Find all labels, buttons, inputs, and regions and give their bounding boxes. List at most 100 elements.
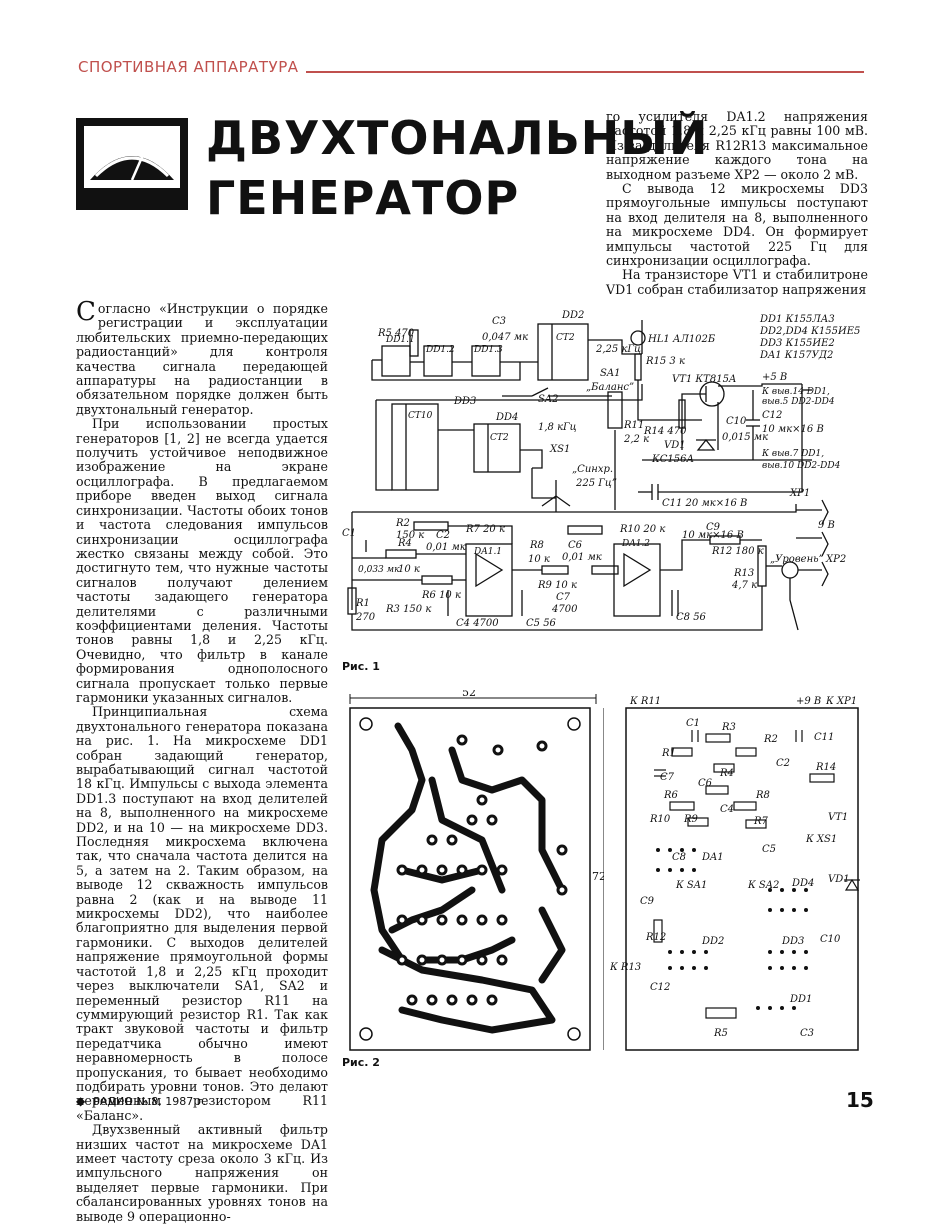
label-r8-value: 10 к [528, 554, 550, 565]
label-r6: R6 10 к [421, 590, 461, 601]
figure-1-schematic: DD1 К155ЛА3 DD2,DD4 К155ИЕ5 DD3 К155ИЕ2 … [342, 310, 860, 631]
label-c9: C9 [706, 522, 721, 533]
label-c3: C3 [800, 1028, 814, 1039]
label-to-pin10: выв.10 DD2-DD4 [762, 461, 841, 471]
label-sync-freq: 225 Гц” [575, 478, 617, 489]
label-dd11: DD1.1 [385, 335, 415, 345]
label-c10-value: 0,015 мк [722, 432, 768, 443]
label-c2: C2 [436, 530, 450, 541]
label-r7: R7 20 к [465, 524, 505, 535]
page-footer: ◆РАДИО № 8, 1987 г. [76, 1094, 206, 1108]
label-ct2-dd4: CT2 [490, 433, 509, 443]
label-sa1: SA1 [600, 368, 620, 379]
rubric-rule [306, 71, 864, 73]
meter-logo-icon [76, 118, 188, 210]
label-dd2: DD2 [561, 310, 584, 321]
label-r10: R10 [649, 814, 671, 825]
label-r1: R1 [355, 598, 370, 609]
paragraph: С вывода 12 микросхемы DD3 прямоугольные… [606, 181, 868, 269]
label-da12: DA1.2 [621, 539, 650, 549]
label-c9-value: 10 мк×16 В [682, 530, 744, 541]
label-to-r11: К R11 [629, 696, 661, 707]
label-sync: „Синхр. [572, 464, 613, 475]
label-r7: R7 [753, 816, 769, 827]
label-r15: R15 3 к [645, 356, 685, 367]
label-to-r13: К R13 [610, 962, 641, 973]
paragraph: Принципиальная схема двухтонального гене… [76, 704, 328, 1123]
section-rubric: СПОРТИВНАЯ АППАРАТУРА [78, 58, 299, 76]
label-r8: R8 [529, 540, 544, 551]
label-vt1: VT1 [828, 812, 848, 823]
label-9v: 9 В [818, 520, 835, 531]
dimension-height: 72 [592, 870, 604, 883]
figure-1-caption: Рис. 1 [342, 660, 380, 673]
label-c6-value: 0,01 мк [562, 552, 602, 563]
figure-2-pcb-components: К R11 C1 R3 +9 В К XP1 C11 R1 R2 C2 C7 R… [610, 696, 860, 1051]
paragraph: При использовании простых генераторов [1… [76, 416, 328, 705]
label-c12: C12 [650, 982, 670, 993]
parts-list-line: DD2,DD4 К155ИЕ5 [759, 326, 860, 337]
label-r13-value: 4,7 к [731, 580, 757, 591]
paragraph: Двухзвенный активный фильтр низших часто… [76, 1122, 328, 1224]
title-line-1: ДВУХТОНАЛЬНЫЙ [206, 111, 709, 165]
right-column-text: го усилителя DA1.2 напряжения частотой 1… [606, 109, 868, 297]
page-number: 15 [846, 1088, 874, 1112]
label-c3-value: 0,047 мк [482, 332, 528, 343]
figure-2-pcb-traces: 52 72 [349, 690, 604, 1051]
label-r3: R3 [721, 722, 736, 733]
paragraph: На транзисторе VT1 и стабилитроне VD1 со… [606, 267, 868, 297]
dimension-width: 52 [462, 690, 476, 699]
label-c4: C4 [720, 804, 734, 815]
label-c5: C5 56 [526, 618, 557, 629]
label-to-sa1: К SA1 [675, 880, 707, 891]
label-da1: DA1 [701, 852, 724, 863]
label-r9: R9 10 к [537, 580, 577, 591]
label-plus9v: +9 В [796, 696, 821, 707]
label-dd4: DD4 [495, 412, 518, 423]
label-vt1: VT1 КТ815А [672, 374, 737, 385]
label-c1: C1 [686, 718, 700, 729]
label-c1: C1 [342, 528, 356, 539]
label-r3: R3 150 к [385, 604, 431, 615]
label-c10: C10 [726, 416, 747, 427]
label-dd4: DD4 [791, 878, 814, 889]
label-f18: 1,8 кГц [538, 422, 577, 433]
label-r4: R4 [719, 768, 734, 779]
label-r2: R2 [395, 518, 410, 529]
label-dd12: DD1.2 [425, 345, 455, 355]
label-c7: C7 [556, 592, 571, 603]
label-r6: R6 [663, 790, 679, 801]
label-r12: R12 [645, 932, 666, 943]
label-dd13: DD1.3 [473, 345, 503, 355]
label-da11: DA1.1 [473, 547, 502, 557]
label-c12-value: 10 мк×16 В [762, 424, 824, 435]
label-c11: C11 [814, 732, 834, 743]
label-c8: C8 56 [676, 612, 707, 623]
label-to-pin5: выв.5 DD2-DD4 [762, 397, 835, 407]
label-c11: C11 20 мк×16 В [662, 498, 747, 509]
diamond-icon: ◆ [76, 1094, 86, 1108]
label-xp2: XP2 [825, 554, 846, 565]
label-f225: 2,25 кГц [595, 344, 641, 355]
parts-list-line: DD1 К155ЛА3 [759, 314, 835, 325]
label-r2-value: 150 к [396, 530, 424, 541]
label-r11: R11 [623, 420, 644, 431]
label-sa2: SA2 [538, 394, 558, 405]
label-c6: C6 [698, 778, 713, 789]
label-r5: R5 [713, 1028, 728, 1039]
label-vd1: VD1 [664, 440, 686, 451]
label-c8: C8 [672, 852, 686, 863]
label-c7: C7 [660, 772, 675, 783]
label-to-pin7: К выв.7 DD1, [761, 449, 824, 459]
label-r13: R13 [733, 568, 754, 579]
label-c3: C3 [492, 316, 506, 327]
label-ct2: CT2 [556, 333, 575, 343]
label-c2-value: 0,01 мк [426, 542, 466, 553]
label-r14: R14 [815, 762, 836, 773]
label-c7-value: 4700 [551, 604, 578, 615]
label-to-pin14: К выв.14 DD1, [761, 387, 830, 397]
label-r11-value: 2,2 к [623, 434, 649, 445]
label-level: „Уровень” [770, 554, 824, 565]
